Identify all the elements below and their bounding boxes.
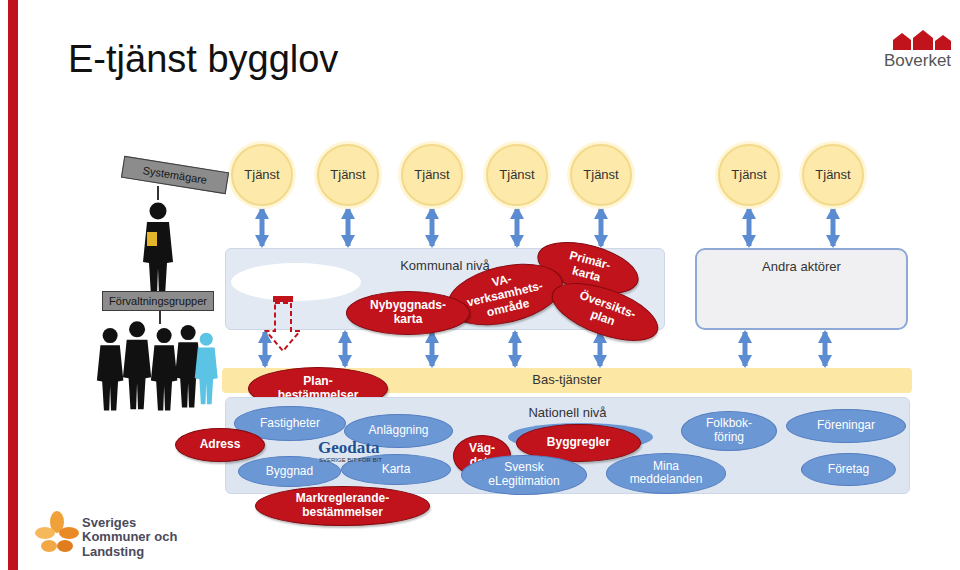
service-circle: Tjänst <box>317 144 379 206</box>
node-text: Anläggning <box>368 424 428 438</box>
service-circle: Tjänst <box>401 144 463 206</box>
service-circle: Tjänst <box>486 144 548 206</box>
node-text: Karta <box>382 463 411 477</box>
double-arrow <box>747 208 752 246</box>
double-arrow <box>831 208 836 246</box>
system-owner-figure <box>143 186 173 296</box>
highlight-oval: Adress <box>175 428 265 462</box>
double-arrow <box>743 332 748 366</box>
node-text: Tjänst <box>583 168 618 183</box>
node-text: Tjänst <box>244 168 279 183</box>
node-text: Föreningar <box>817 419 875 433</box>
node-text: Markreglerande- bestämmelser <box>287 492 399 520</box>
node-text: Översikts- plan <box>566 287 643 338</box>
node-text: Förvaltningsgrupper <box>109 295 207 308</box>
node-text: Folkbok- föring <box>698 417 760 445</box>
node-text: Mina meddelanden <box>625 460 707 488</box>
double-arrow <box>515 208 520 246</box>
node-text: Tjänst <box>330 168 365 183</box>
logo-text: SVERIGE BIT FÖR BIT <box>319 457 382 464</box>
service-oval: Mina meddelanden <box>606 453 726 493</box>
double-arrow <box>346 208 351 246</box>
double-arrow <box>430 332 435 366</box>
double-arrow <box>263 332 268 366</box>
double-arrow <box>513 332 518 366</box>
blank-oval <box>231 263 361 301</box>
service-oval: Folkbok- föring <box>681 411 777 451</box>
service-oval: Svensk eLegitimation <box>461 455 587 495</box>
node-text: Nybyggnads- karta <box>363 299 453 327</box>
node-text: Bas-tjänster <box>532 373 601 388</box>
service-oval: Föreningar <box>786 409 906 443</box>
highlight-oval: Markreglerande- bestämmelser <box>255 486 430 526</box>
node-text: Fastigheter <box>260 417 320 431</box>
double-arrow <box>343 332 348 366</box>
logo-text: Sveriges Kommuner och Landsting <box>82 516 194 559</box>
node-text: Tjänst <box>414 168 449 183</box>
service-circle: Tjänst <box>231 144 293 206</box>
node-text: Byggregler <box>547 436 610 450</box>
node-text: Tjänst <box>815 168 850 183</box>
node-text: Företag <box>828 463 869 477</box>
double-arrow <box>599 208 604 246</box>
level-panel: Andra aktörer <box>695 248 908 330</box>
node-text: Svensk eLegitimation <box>481 461 567 489</box>
skl-icon <box>35 511 79 552</box>
service-circle: Tjänst <box>718 144 780 206</box>
logo-text: Geodata <box>318 439 379 458</box>
double-arrow <box>260 208 265 246</box>
node-text: Byggnad <box>266 465 313 479</box>
node-text: Systemägare <box>142 164 208 187</box>
node-text: Tjänst <box>731 168 766 183</box>
role-sign: Systemägare <box>121 156 229 194</box>
node-text: Nationell nivå <box>528 406 606 421</box>
role-sign: Förvaltningsgrupper <box>102 291 214 311</box>
service-circle: Tjänst <box>802 144 864 206</box>
boverket-icon <box>893 30 951 50</box>
slide-title: E-tjänst bygglov <box>68 38 338 81</box>
node-text: VA- verksamhets- område <box>457 265 552 325</box>
node-text: Andra aktörer <box>762 260 841 275</box>
logo-text: Boverket <box>884 52 951 71</box>
double-arrow <box>430 208 435 246</box>
double-arrow <box>598 332 603 366</box>
node-text: Adress <box>200 438 241 452</box>
node-text: Tjänst <box>499 168 534 183</box>
level-panel: Kommunal nivåPrimär- kartaVA- verksamhet… <box>225 248 665 330</box>
node-text: Kommunal nivå <box>400 259 490 274</box>
service-oval: Företag <box>801 453 896 486</box>
highlight-oval: Nybyggnads- karta <box>346 291 470 335</box>
accent-bar <box>8 0 18 570</box>
management-group-figure <box>97 311 218 411</box>
service-circle: Tjänst <box>570 144 632 206</box>
double-arrow <box>823 332 828 366</box>
